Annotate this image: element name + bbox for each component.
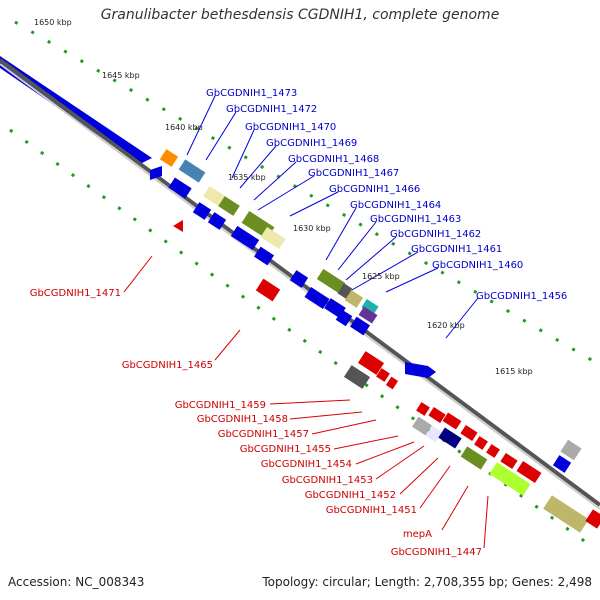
label-1473: GbCGDNIH1_1473 [206,88,297,99]
gene-lavender [425,425,443,443]
gene-blue-12 [405,362,436,378]
gene-grey-4 [412,416,432,436]
reverse-gene-labels: GbCGDNIH1_1471 GbCGDNIH1_1465 GbCGDNIH1_… [30,288,482,558]
gene-khaki-1 [203,186,225,206]
gene-blue-8 [304,286,330,310]
summary-text: Topology: circular; Length: 2,708,355 bp… [262,575,592,589]
label-1455: GbCGDNIH1_1455 [240,444,331,455]
scale-ticks: 1650 kbp 1645 kbp 1640 kbp 1635 kbp 1630… [34,18,533,376]
label-1468: GbCGDNIH1_1468 [288,154,379,165]
gene-blue-13 [552,455,572,473]
label-1459: GbCGDNIH1_1459 [175,400,266,411]
gene-khaki-3 [344,290,364,308]
label-1451: GbCGDNIH1_1451 [326,505,417,516]
label-1461: GbCGDNIH1_1461 [411,244,502,255]
gene-blue-5 [230,225,260,251]
label-1466: GbCGDNIH1_1466 [329,184,420,195]
forward-gene-labels: GbCGDNIH1_1473 GbCGDNIH1_1472 GbCGDNIH1_… [206,88,567,302]
label-1457: GbCGDNIH1_1457 [218,429,309,440]
tick-1640: 1640 kbp [165,123,203,132]
gene-red-8 [460,424,478,442]
label-1471: GbCGDNIH1_1471 [30,288,121,299]
gene-grey-1 [337,283,353,299]
gene-teal [361,298,379,316]
label-1447: GbCGDNIH1_1447 [391,547,482,558]
tick-1625: 1625 kbp [362,272,400,281]
label-1463: GbCGDNIH1_1463 [370,214,461,225]
gene-red-5 [416,402,430,416]
gene-khaki-2 [260,226,286,250]
label-1462: GbCGDNIH1_1462 [390,229,481,240]
label-1458: GbCGDNIH1_1458 [197,414,288,425]
tick-1615: 1615 kbp [495,367,533,376]
gene-lime [489,462,531,496]
forward-large-gene [0,38,152,164]
tick-1620: 1620 kbp [427,321,465,330]
label-1472: GbCGDNIH1_1472 [226,104,317,115]
gene-olive-1 [218,196,240,216]
gene-red-12 [516,460,542,484]
label-1460: GbCGDNIH1_1460 [432,260,523,271]
gene-red-3 [376,368,390,382]
gene-navy [438,427,462,449]
gene-blue-11 [350,316,370,336]
forward-genes [150,149,582,473]
gene-red-1 [255,278,281,302]
tick-1650: 1650 kbp [34,18,72,27]
gene-blue-1 [150,166,162,180]
gene-grey-3 [343,365,371,389]
label-1452: GbCGDNIH1_1452 [305,490,396,501]
gene-grey-2 [560,439,582,461]
forward-leaders [186,95,479,339]
gene-red-11 [500,452,518,470]
gene-blue-3 [192,202,212,220]
tick-1635: 1635 kbp [228,173,266,182]
gene-red-6 [428,406,446,424]
label-mepA: mepA [403,529,432,540]
tick-1645: 1645 kbp [102,71,140,80]
gene-blue-10 [335,309,353,327]
gene-red-4 [385,376,399,390]
label-1469: GbCGDNIH1_1469 [266,138,357,149]
gene-blue-7 [289,270,309,288]
gene-blue-2 [168,177,192,199]
reverse-genes [173,220,600,533]
page-title: Granulibacter bethesdensis CGDNIH1, comp… [100,7,500,23]
gene-blue-6 [254,246,274,266]
reverse-leaders [123,255,489,549]
gene-olive-3 [316,268,346,294]
gene-red-7 [442,412,462,430]
accession-text: Accession: NC_008343 [8,575,145,589]
label-1467: GbCGDNIH1_1467 [308,168,399,179]
gene-red-9 [474,436,488,450]
label-1465: GbCGDNIH1_1465 [122,360,213,371]
gene-red-2 [357,351,385,375]
tick-1630: 1630 kbp [293,224,331,233]
gene-red-13 [585,509,600,529]
label-1453: GbCGDNIH1_1453 [282,475,373,486]
gene-steelblue [178,159,206,183]
gene-purple [358,306,378,324]
label-1464: GbCGDNIH1_1464 [350,200,441,211]
gene-olive-4 [460,446,488,470]
gene-red-10 [486,444,500,458]
label-1456: GbCGDNIH1_1456 [476,291,567,302]
label-1470: GbCGDNIH1_1470 [245,122,336,133]
gene-red-tiny [173,220,183,232]
gene-blue-4 [207,212,227,230]
label-1454: GbCGDNIH1_1454 [261,459,352,470]
gene-khaki-4 [543,495,589,533]
gene-orange [159,149,179,167]
